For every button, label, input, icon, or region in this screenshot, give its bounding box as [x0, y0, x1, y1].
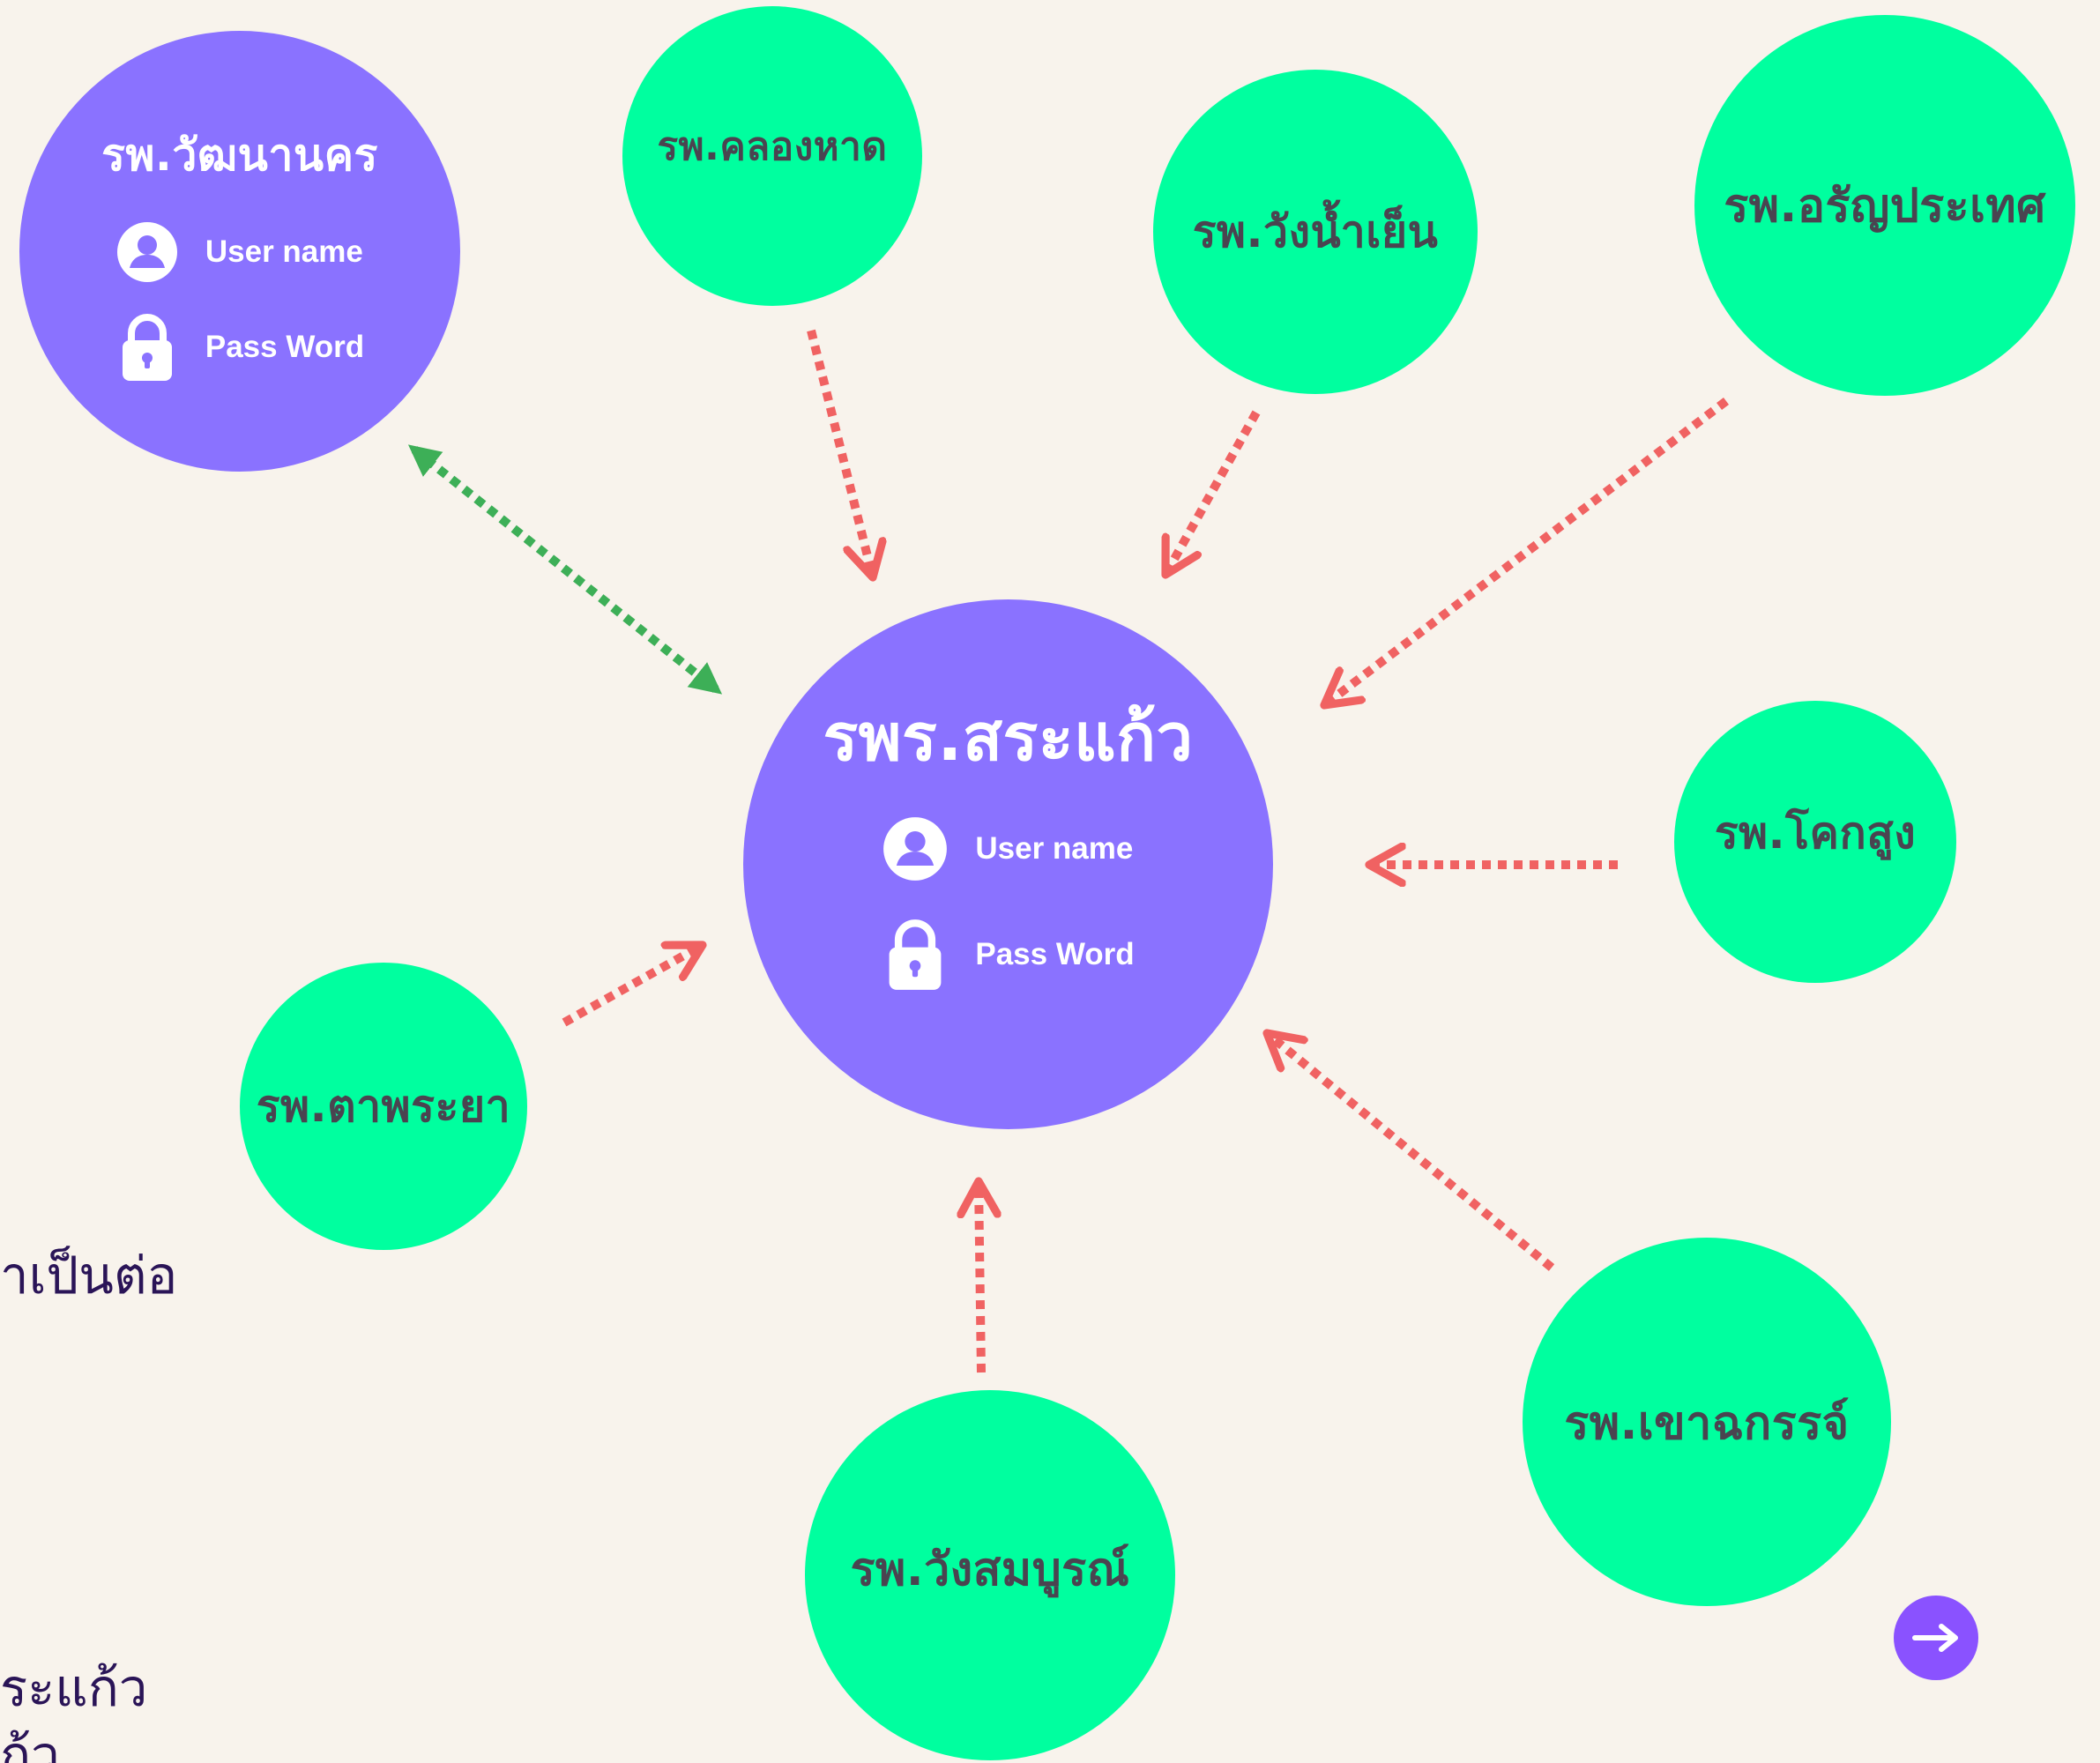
node-wangsombun: รพ.วังสมบูรณ์ — [805, 1390, 1175, 1760]
side-text-line-1: าเป็นต่อ — [0, 1246, 178, 1306]
node-khaochakan: รพ.เขาฉกรรจ์ — [1523, 1238, 1891, 1606]
lock-icon — [889, 919, 942, 990]
arrow-khaochakan-to-hub — [1267, 1033, 1555, 1271]
user-circle-icon — [116, 221, 177, 282]
password-row[interactable]: Pass Word — [115, 312, 364, 383]
node-label: รพ.วังน้ำเย็น — [1192, 205, 1439, 257]
node-label: รพ.วังสมบูรณ์ — [850, 1543, 1130, 1596]
arrow-partner-bidirectional — [407, 444, 723, 695]
node-label: รพ.อรัญประเทศ — [1724, 179, 2046, 233]
node-label: รพ.วัฒนานคร — [101, 129, 378, 181]
node-taphraya: รพ.ตาพระยา — [240, 963, 527, 1250]
hub-title: รพร.สระแก้ว — [823, 699, 1194, 776]
side-text-line-3: ก้ว — [0, 1725, 60, 1763]
node-label: รพ.ตาพระยา — [256, 1080, 511, 1132]
arrow-right-icon — [1912, 1624, 1958, 1652]
arrow-wangnamyen-to-hub — [1165, 410, 1261, 575]
username-label: User name — [975, 830, 1134, 866]
arrow-wangsombun-to-hub — [979, 1181, 981, 1373]
node-khoksung: รพ.โคกสูง — [1674, 701, 1956, 983]
password-row[interactable]: Pass Word — [882, 918, 1135, 992]
arrow-aranyaprathet-to-hub — [1324, 398, 1730, 705]
node-wangnamyen: รพ.วังน้ำเย็น — [1153, 70, 1478, 394]
node-label: รพ.เขาฉกรรจ์ — [1564, 1396, 1850, 1450]
username-row[interactable]: User name — [115, 220, 364, 284]
partner-credentials: User name Pass Word — [115, 220, 364, 383]
node-partner-watthananakhon: รพ.วัฒนานคร User name Pass Word — [19, 31, 460, 472]
lock-icon — [122, 313, 172, 381]
username-label: User name — [205, 234, 363, 269]
username-row[interactable]: User name — [882, 815, 1134, 882]
node-khlonghat: รพ.คลองหาด — [622, 6, 922, 306]
side-text-line-2: ระแก้ว — [0, 1658, 148, 1718]
arrow-taphraya-to-hub — [562, 945, 703, 1027]
arrow-khlonghat-to-hub — [807, 329, 873, 577]
hub-credentials: User name Pass Word — [882, 815, 1135, 992]
user-circle-icon — [883, 816, 948, 881]
node-aranyaprathet: รพ.อรัญประเทศ — [1694, 15, 2075, 396]
password-label: Pass Word — [205, 329, 365, 364]
node-label: รพ.คลองหาด — [657, 124, 888, 169]
node-hub-sakaeo: รพร.สระแก้ว User name Pass Word — [743, 599, 1273, 1129]
node-label: รพ.โคกสูง — [1714, 807, 1917, 859]
password-label: Pass Word — [975, 936, 1135, 971]
next-button[interactable] — [1894, 1596, 1978, 1680]
